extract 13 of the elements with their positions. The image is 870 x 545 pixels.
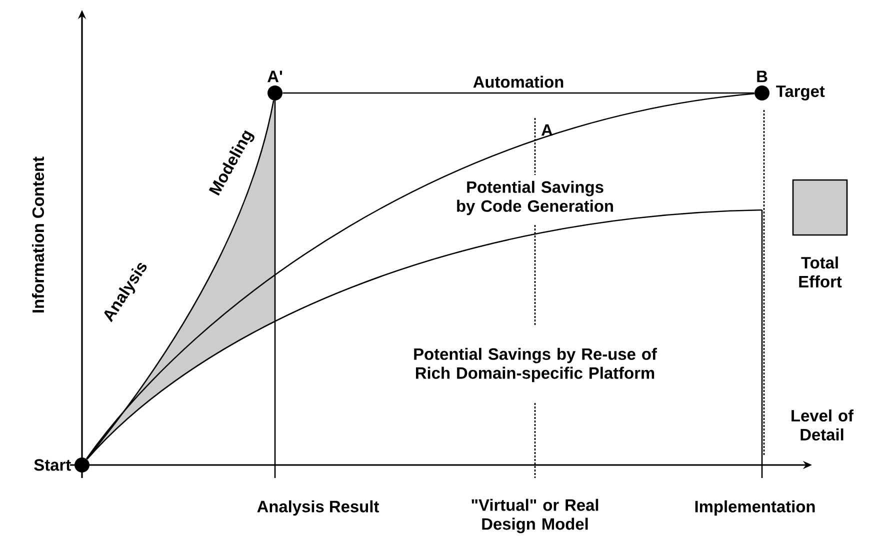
connector-line	[86, 93, 754, 460]
connector-line	[282, 92, 754, 94]
tick-label: Analysis Result	[257, 500, 379, 516]
axis-title: Information Content	[32, 156, 44, 312]
legend-label: Total Effort	[799, 256, 842, 288]
tick-label: "Virtual" or Real Design Model	[472, 498, 598, 534]
region-label: Potential Savings by Re-use of Rich Domain-specific Platform	[414, 348, 657, 382]
region-label: Potential Savings by Code Generation	[457, 180, 613, 216]
tick-label: Implementation	[695, 500, 815, 516]
point-label: A	[541, 124, 552, 136]
edge-label: Automation	[472, 74, 566, 89]
connector-line	[86, 209, 762, 460]
axis-title: Level of Detail	[792, 410, 854, 440]
